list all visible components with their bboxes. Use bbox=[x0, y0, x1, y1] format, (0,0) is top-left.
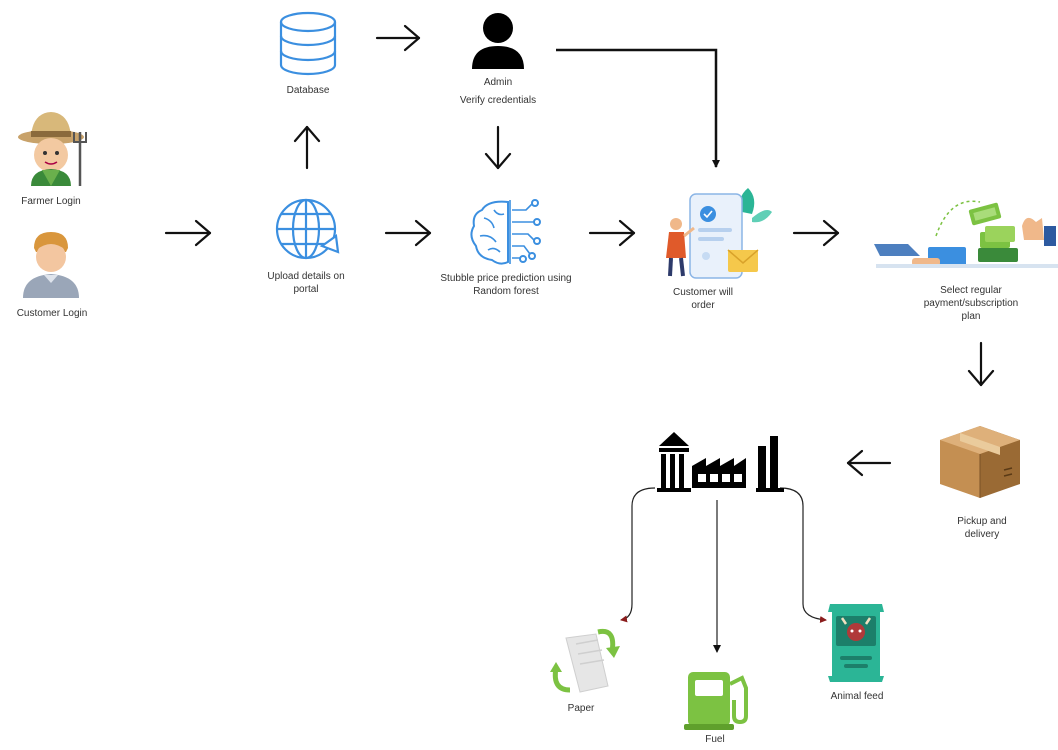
payment-label: Select regular payment/subscription plan bbox=[923, 285, 1019, 322]
arrow-upload-to-prediction bbox=[384, 219, 432, 247]
cardboard-box-icon bbox=[940, 426, 1020, 498]
upload-label: Upload details on portal bbox=[267, 271, 345, 295]
arrow-database-to-admin bbox=[375, 24, 421, 52]
connector-admin-to-order bbox=[556, 48, 720, 168]
farmer-login-label: Farmer Login bbox=[21, 196, 81, 207]
fuel-label: Fuel bbox=[705, 734, 725, 745]
arrow-upload-to-database bbox=[293, 125, 321, 170]
factory-icon bbox=[657, 432, 784, 492]
globe-icon bbox=[275, 198, 340, 260]
animal-feed-bag-icon bbox=[828, 604, 884, 682]
database-icon bbox=[279, 11, 337, 76]
prediction-label: Stubble price prediction using Random fo… bbox=[440, 273, 572, 297]
arrow-pickup-to-factory bbox=[846, 449, 892, 477]
arrow-admin-to-prediction bbox=[484, 125, 512, 170]
admin-subtitle: Verify credentials bbox=[459, 95, 537, 106]
connectors-factory-outputs bbox=[620, 487, 827, 653]
order-label: Customer will order bbox=[672, 287, 733, 311]
arrow-order-to-payment bbox=[792, 219, 840, 247]
fuel-pump-icon bbox=[684, 672, 748, 730]
admin-title: Admin bbox=[483, 77, 513, 88]
ai-brain-icon bbox=[470, 199, 541, 265]
arrow-login-to-upload bbox=[164, 219, 212, 247]
admin-user-icon bbox=[472, 13, 524, 69]
arrow-prediction-to-order bbox=[588, 219, 636, 247]
farmer-icon bbox=[18, 112, 87, 186]
animal-feed-label: Animal feed bbox=[830, 691, 884, 702]
mobile-order-icon bbox=[666, 188, 772, 279]
arrow-payment-to-pickup bbox=[967, 341, 995, 387]
customer-icon bbox=[23, 232, 79, 298]
paper-recycle-icon bbox=[550, 628, 620, 693]
payment-icon bbox=[874, 200, 1058, 268]
customer-login-label: Customer Login bbox=[16, 308, 88, 319]
pickup-label: Pickup and delivery bbox=[957, 516, 1007, 540]
database-label: Database bbox=[286, 85, 330, 96]
paper-label: Paper bbox=[567, 703, 595, 714]
